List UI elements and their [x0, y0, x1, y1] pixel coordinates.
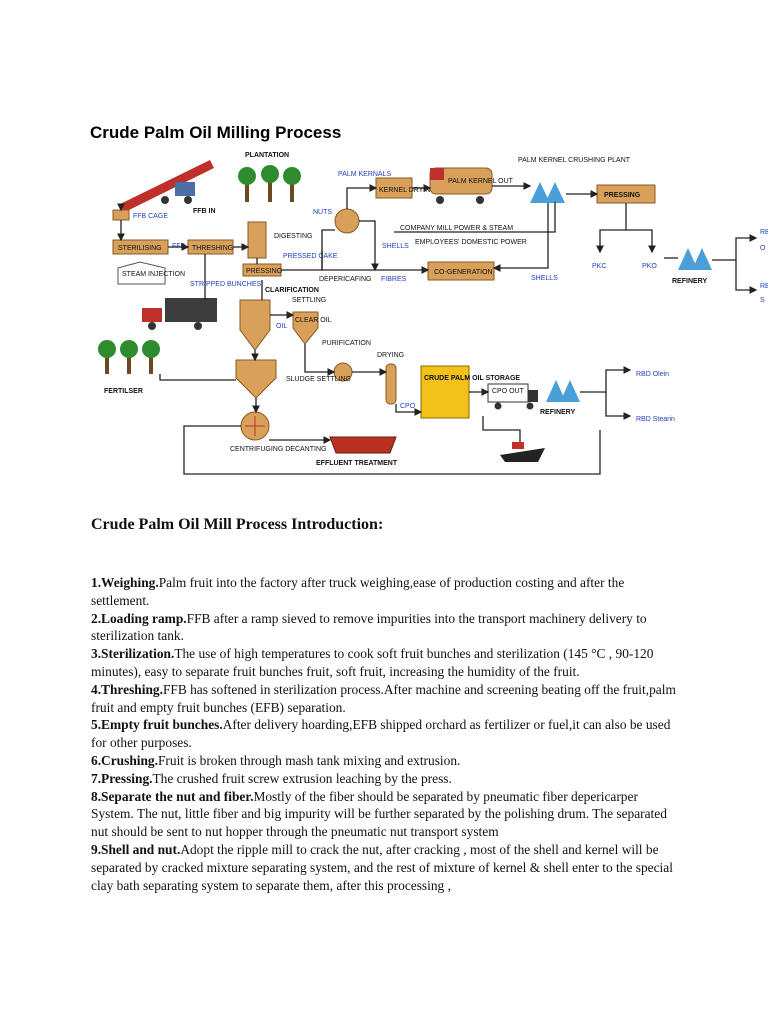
- step-text: The use of high temperatures to cook sof…: [91, 646, 654, 679]
- ffb-cage-label: FFB CAGE: [133, 213, 168, 220]
- clear-oil-label: CLEAR OIL: [295, 317, 332, 324]
- effluent-label: EFFLUENT TREATMENT: [316, 460, 398, 467]
- step-text: FFB after a ramp sieved to remove impuri…: [91, 610, 647, 644]
- diagram-title: Crude Palm Oil Milling Process: [90, 123, 341, 142]
- centrifuging-label: CENTRIFUGING DECANTING: [230, 446, 326, 453]
- step-text: Mostly of the fiber should be separated …: [91, 788, 667, 840]
- ffb-in-label: FFB IN: [193, 208, 216, 215]
- rbd-top1-label: RB: [760, 229, 768, 236]
- fertiliser-palms-icon: [98, 340, 160, 374]
- steam-injection-label: STEAM INJECTION: [122, 271, 185, 278]
- depericarping-label: DEPERICAFING: [319, 276, 372, 283]
- palm-kernals-label: PALM KERNALS: [338, 171, 391, 178]
- cpo-storage-box: [420, 365, 470, 419]
- rbd-top2-label: O: [760, 245, 766, 252]
- process-step: 9.Shell and nut.Adopt the ripple mill to…: [91, 841, 681, 894]
- effluent-pond-icon: [329, 436, 397, 454]
- step-text: Fruit is broken through mash tank mixing…: [157, 752, 461, 768]
- oil-label: OIL: [276, 323, 287, 330]
- ship-icon: [500, 442, 545, 462]
- process-step: 8.Separate the nut and fiber.Mostly of t…: [91, 788, 681, 841]
- kernel-drying-label: KERNEL DRYING: [379, 187, 436, 194]
- step-heading: 6.Crushing.: [91, 752, 158, 768]
- cpo-storage-label: CRUDE PALM OIL STORAGE: [424, 375, 520, 382]
- process-step: 5.Empty fruit bunches.After delivery hoa…: [91, 716, 681, 752]
- plantation-label: PLANTATION: [245, 152, 289, 159]
- process-step: 3.Sterilization.The use of high temperat…: [91, 645, 681, 681]
- step-heading: 1.Weighing.: [91, 575, 159, 590]
- pressed-cake-label: PRESSED CAKE: [283, 253, 338, 260]
- tanker-label: PALM KERNEL OUT: [448, 178, 514, 185]
- rbd-olein-label: RBD Olein: [636, 371, 669, 378]
- process-step: 4.Threshing.FFB has softened in steriliz…: [91, 681, 681, 717]
- plantation-palms-icon: [238, 165, 301, 202]
- kernel-tanker-icon: [429, 167, 493, 204]
- rbd-bottom2-label: S: [760, 297, 765, 304]
- process-step: 1.Weighing.Palm fruit into the factory a…: [91, 574, 681, 610]
- drying-label: DRYING: [377, 352, 404, 359]
- step-text: The crushed fruit screw extrusion leachi…: [152, 770, 452, 786]
- flow-lines: [117, 182, 758, 475]
- digesting-label: DIGESTING: [274, 233, 313, 240]
- step-heading: 4.Threshing.: [91, 681, 163, 697]
- sterilising-label: STERILISING: [118, 245, 162, 252]
- cpo-truck-icon: [487, 383, 538, 410]
- process-diagram: Crude Palm Oil Milling Process PLANTATIO…: [90, 123, 768, 475]
- step-heading: 3.Sterilization.: [91, 646, 175, 662]
- sludge-settling-label: SLUDGE SETTLING: [286, 376, 351, 383]
- cpo-out-label: CPO OUT: [492, 388, 525, 395]
- step-heading: 5.Empty fruit bunches.: [91, 717, 223, 733]
- steam-injection-icon: [117, 261, 166, 285]
- refinery2-label: REFINERY: [540, 409, 575, 416]
- process-step: 7.Pressing.The crushed fruit screw extru…: [91, 770, 681, 788]
- fertilser-label: FERTILSER: [104, 388, 143, 395]
- pko-label: PKO: [642, 263, 657, 270]
- digester-box: [247, 221, 267, 259]
- shells-label: SHELLS: [382, 243, 409, 250]
- pkc-label: PKC: [592, 263, 606, 270]
- pressing-small-label: PRESSING: [246, 268, 282, 275]
- sludge-tank-icon: [235, 359, 277, 399]
- step-heading: 2.Loading ramp.: [91, 610, 187, 626]
- threshing-label: THRESHING: [192, 245, 233, 252]
- clear-oil-tank-icon: [292, 311, 319, 345]
- step-text: FFB has softened in sterilization proces…: [91, 681, 676, 715]
- clarification-tank-icon: [239, 299, 271, 351]
- stripped-bunches-label: STRIPPED BUNCHES: [190, 281, 262, 288]
- process-step: 2.Loading ramp.FFB after a ramp sieved t…: [91, 610, 681, 646]
- dryer-icon: [385, 363, 397, 405]
- co-generation-label: CO-GENERATION: [434, 269, 493, 276]
- step-text: Adopt the ripple mill to crack the nut, …: [91, 841, 673, 893]
- refinery1-icon: [678, 248, 712, 270]
- fibres-label: FIBRES: [381, 276, 407, 283]
- rbd-bottom1-label: RB: [760, 283, 768, 290]
- crushing-plant-icon: [530, 182, 565, 203]
- step-heading: 9.Shell and nut.: [91, 841, 181, 857]
- step-text: Palm fruit into the factory after truck …: [91, 575, 625, 608]
- process-steps: 1.Weighing.Palm fruit into the factory a…: [91, 574, 681, 894]
- pressing-big-label: PRESSING: [604, 192, 641, 199]
- clarification-label: CLARIFICATION: [265, 287, 319, 294]
- nuts-label: NUTS: [313, 209, 332, 216]
- step-heading: 8.Separate the nut and fiber.: [91, 788, 254, 804]
- efb-truck-icon: [142, 298, 217, 330]
- process-step: 6.Crushing.Fruit is broken through mash …: [91, 752, 681, 770]
- crushing-plant-label: PALM KERNEL CRUSHING PLANT: [518, 157, 631, 164]
- rbd-stearin-label: RBD Stearin: [636, 416, 675, 423]
- ffb-cage-box: [112, 209, 130, 221]
- step-text: After delivery hoarding,EFB shipped orch…: [91, 717, 671, 751]
- truck-unloading-icon: [118, 160, 214, 212]
- intro-heading: Crude Palm Oil Mill Process Introduction…: [91, 516, 384, 533]
- company-mill-label: COMPANY MILL POWER & STEAM: [400, 225, 513, 232]
- refinery2-icon: [546, 380, 580, 402]
- settling-label: SETTLING: [292, 297, 326, 304]
- cpo-label: CPO: [400, 403, 416, 410]
- shells2-label: SHELLS: [531, 275, 558, 282]
- step-heading: 7.Pressing.: [91, 770, 153, 786]
- purification-label: PURIFICATION: [322, 340, 371, 347]
- nut-separator-icon: [334, 208, 360, 234]
- refinery1-label: REFINERY: [672, 278, 707, 285]
- employees-label: EMPLOYEES' DOMESTIC POWER: [415, 239, 527, 246]
